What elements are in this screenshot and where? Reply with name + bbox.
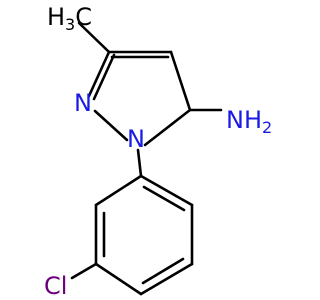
bond-ring-4-5 [94,262,143,296]
bond-ring-3-4 [139,262,194,296]
atom-labels: H3C N N NH2 Cl [44,3,272,300]
bond-c3-n2 [87,50,111,98]
structural-formula: H3C N N NH2 Cl [44,3,272,300]
molecule-canvas: H3C N N NH2 Cl [44,3,273,300]
bonds [70,21,223,296]
bond-n1-c5 [143,108,192,147]
chlorine-label: Cl [44,272,67,300]
bond-ring-cl [70,262,98,280]
n2-label: N [74,89,92,117]
bond-ring-1-2 [139,174,194,207]
amine-label: NH2 [226,106,272,137]
bond-n1-ring [136,148,143,178]
bond-methyl-c3 [77,21,111,54]
methyl-label: H3C [47,3,92,34]
bond-c4-c5 [169,50,192,112]
n1-label: N [127,125,145,153]
bond-ring-6-1 [94,174,143,207]
bond-c3-n2-double [92,53,116,101]
bond-ring-inner-a [142,185,186,212]
bond-ring-inner-b [141,257,185,285]
bond-n2-n1 [93,109,129,142]
